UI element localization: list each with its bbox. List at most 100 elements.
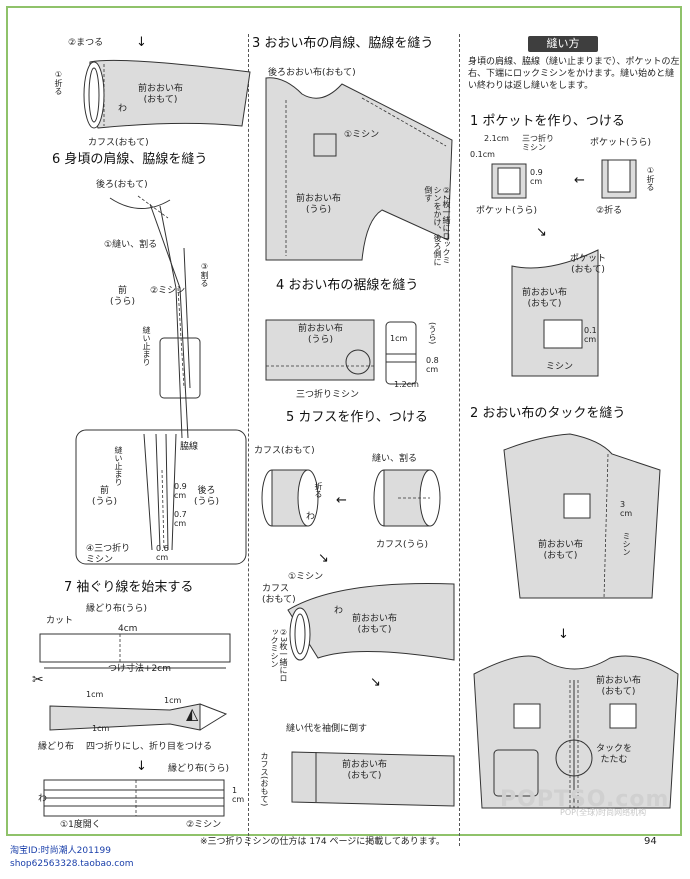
label-waru-3: ③割る xyxy=(200,262,209,287)
iron-icon: ◭ xyxy=(186,704,199,723)
cover-front-diagram xyxy=(473,655,679,809)
bias-open-diagram xyxy=(43,779,225,817)
step-3-heading: 3 おおい布の肩線、脇線を縫う xyxy=(252,36,434,51)
label-cuffs-ura: カフス(うら) xyxy=(376,540,429,550)
page-number: 94 xyxy=(644,836,657,847)
label-ushiro-omote: 後ろ(おもて) xyxy=(96,180,148,190)
bias-strip-diagram xyxy=(39,633,231,669)
step-4-heading: 4 おおい布の裾線を縫う xyxy=(276,278,419,293)
label-wakisen: 脇線 xyxy=(180,442,199,452)
label-dim-1-2: 1.2cm xyxy=(394,380,419,389)
label-bias-ura-2: 縁どり布(うら) xyxy=(168,764,230,774)
label-cuffs-omote-3: カフス (おもて) xyxy=(262,584,296,605)
down-arrow-icon-3: ↘ xyxy=(370,675,381,690)
label-oru-1: ①折る xyxy=(54,70,63,95)
step-1-heading: 1 ポケットを作り、つける xyxy=(470,114,625,129)
shop-url: shop62563328.taobao.com xyxy=(10,859,134,869)
label-dim-1cm: 1cm xyxy=(390,334,408,343)
label-bias-ura: 縁どり布(うら) xyxy=(86,604,148,614)
cover-tuck-diagram xyxy=(503,433,661,599)
label-ushiro-oooi-omote: 後ろおおい布(おもて) xyxy=(268,68,356,78)
step-2-heading: 2 おおい布のタックを縫う xyxy=(470,406,626,421)
label-nuu-waru: ①縫い、割る xyxy=(104,240,158,250)
label-bias: 縁どり布 xyxy=(38,742,75,752)
label-dim-1cm-b: 1cm xyxy=(164,696,182,705)
label-mitsuori-4: ④三つ折り ミシン xyxy=(86,544,131,565)
label-oru-2: ②折る xyxy=(596,206,623,216)
label-tuck: タックを たたむ xyxy=(596,744,633,765)
label-dim-1cm-a: 1cm xyxy=(86,690,104,699)
label-nuishiro: 縫い代を袖側に倒す xyxy=(286,724,368,734)
bias-fold-diagram xyxy=(49,703,228,731)
label-wa: わ xyxy=(118,104,128,114)
left-arrow-icon: ← xyxy=(336,493,347,508)
label-mae-oooi-omote-3: 前おおい布 (おもて) xyxy=(342,760,388,781)
cuff-final-diagram xyxy=(291,751,455,807)
bodice-side-seam-diagram xyxy=(109,195,201,439)
watermark-subtitle: POP(全球)时尚网络机构 xyxy=(560,808,647,817)
label-mae-ura-2: 前 (うら) xyxy=(92,486,118,507)
label-mae-oooi-ura: 前おおい布 (うら) xyxy=(296,194,342,215)
label-nuidomari-vertical: 縫い止まり xyxy=(114,446,123,486)
label-cuffs-omote: カフス(おもて) xyxy=(88,138,149,148)
pocket-make-diagram xyxy=(491,159,637,199)
cover-shoulder-diagram xyxy=(265,77,453,261)
label-oru-1b: ①折る xyxy=(646,166,655,191)
step-7-heading: 7 袖ぐり線を始末する xyxy=(64,580,194,595)
label-oru: 折る xyxy=(314,482,323,498)
label-cuffs-omote-4: カフス(おもて) xyxy=(260,752,269,807)
label-dim-0-9: 0.9 cm xyxy=(174,482,187,500)
label-wa-4: わ xyxy=(334,606,344,616)
sewing-method-badge: 縫い方 xyxy=(528,36,598,52)
sewing-guide-text: 身頃の肩線、脇線（縫い止まりまで）、ポケットの左右、下端にロックミシンをかけます… xyxy=(468,57,680,91)
down-arrow-icon-2: ↓ xyxy=(136,759,147,774)
label-ura: (うら) xyxy=(428,322,437,345)
label-mishin-2: ②ミシン xyxy=(150,286,186,296)
label-matsuru: ②まつる xyxy=(68,38,104,48)
label-mitsuori-mishin-2: 三つ折り ミシン xyxy=(522,134,554,152)
shop-id: 淘宝ID:时尚潮人201199 xyxy=(10,846,111,856)
label-tsukesun: つけ寸法+2cm xyxy=(108,664,171,674)
label-dim-0-1b: 0.1 cm xyxy=(584,326,597,344)
label-nui-waru: 縫い、割る xyxy=(372,454,418,464)
label-dim-2-1: 2.1cm xyxy=(484,134,509,143)
step-5-heading: 5 カフスを作り、つける xyxy=(286,410,428,425)
label-mae-oooi-omote-2: 前おおい布 (おもて) xyxy=(352,614,398,635)
label-mae-oooi-ura-2: 前おおい布 (うら) xyxy=(298,324,344,345)
label-dim-3cm: 3 cm xyxy=(620,500,633,518)
step-6-heading: 6 身頃の肩線、脇線を縫う xyxy=(52,152,208,167)
label-hiraku: ①1度開く xyxy=(60,820,101,830)
pocket-attach-diagram xyxy=(511,249,599,377)
sleeve-cuff-diagram xyxy=(83,59,251,129)
label-cut: カット xyxy=(46,616,74,626)
label-dim-0-8: 0.8 cm xyxy=(426,356,439,374)
left-arrow-icon-2: ← xyxy=(574,173,585,188)
label-cuffs-omote-2: カフス(おもて) xyxy=(254,446,315,456)
down-arrow-icon-4: ↘ xyxy=(536,225,547,240)
cover-hem-diagram xyxy=(265,319,417,385)
label-mae-oooi-omote: 前おおい布 (おもて) xyxy=(138,84,184,105)
label-mishin-1: ①ミシン xyxy=(344,130,380,140)
down-right-arrow-icon: ↘ xyxy=(318,551,329,566)
label-dim-0-6: 0.6 cm xyxy=(156,544,169,562)
cuff-make-diagram xyxy=(261,469,441,527)
label-mae-oooi-omote-6: 前おおい布 (おもて) xyxy=(596,676,642,697)
scissors-icon: ✂ xyxy=(32,672,44,688)
label-mishin-tuck: ミシン xyxy=(622,532,631,556)
side-seam-zoom-diagram xyxy=(75,429,247,565)
label-pocket-ura-2: ポケット(うら) xyxy=(590,138,652,148)
label-dim-0-1: 0.1cm xyxy=(470,150,495,159)
label-lock-3: ②3枚一緒にロックミシン xyxy=(270,628,288,683)
label-mae-ura: 前 (うら) xyxy=(110,286,136,307)
footnote: ※三つ折りミシンの仕方は 174 ページに掲載してあります。 xyxy=(200,837,445,847)
label-ushiro-ura: 後ろ (うら) xyxy=(194,486,220,507)
watermark-logo: POPTSO.com xyxy=(500,787,670,812)
cuff-attach-diagram xyxy=(287,583,455,661)
page-frame xyxy=(6,6,682,836)
label-dim-4cm: 4cm xyxy=(118,624,138,634)
label-dim-0-7: 0.7 cm xyxy=(174,510,187,528)
down-arrow-icon: ↓ xyxy=(136,35,147,50)
label-dim-1cm-c: 1cm xyxy=(92,724,110,733)
column-divider-right xyxy=(459,34,460,846)
label-mae-oooi-omote-5: 前おおい布 (おもて) xyxy=(538,540,584,561)
